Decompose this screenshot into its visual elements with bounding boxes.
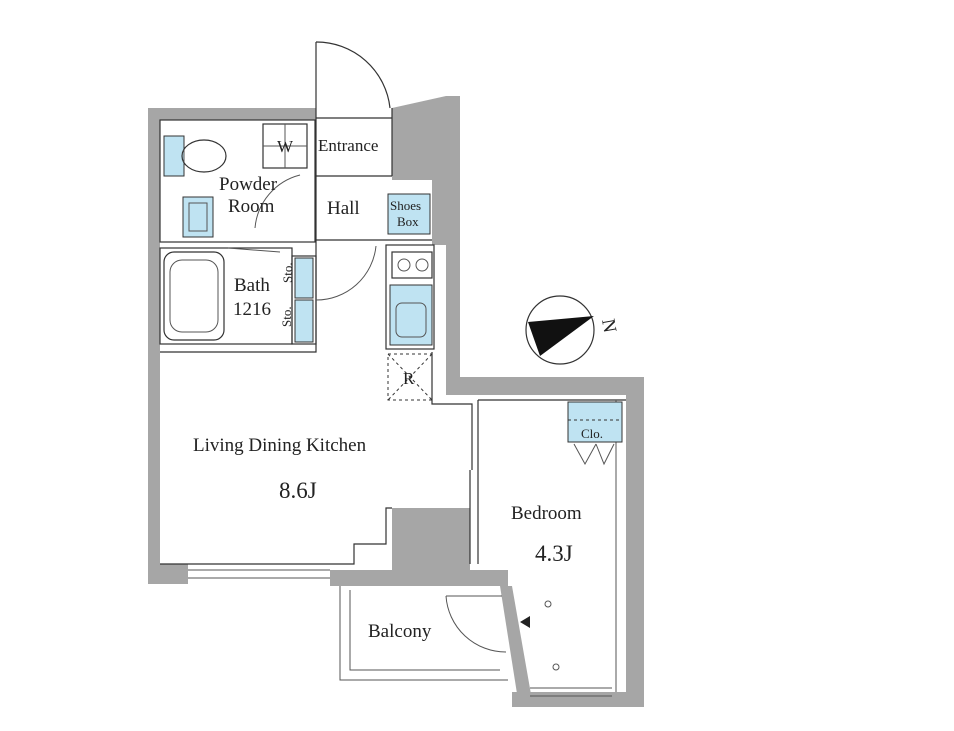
storage-upper xyxy=(294,257,314,299)
powder-room-label-1: Powder xyxy=(219,174,278,195)
toilet-icon xyxy=(163,135,227,177)
refrigerator-space xyxy=(387,353,433,401)
shoes-box-label-1: Shoes xyxy=(390,198,421,213)
kitchen-sink-icon xyxy=(389,284,433,346)
washer-label: W xyxy=(277,137,294,156)
bath-label-1: Bath xyxy=(234,275,270,296)
compass-label: N xyxy=(597,317,620,334)
bath-label-2: 1216 xyxy=(233,299,271,320)
ldk-label: Living Dining Kitchen xyxy=(193,435,367,456)
shoes-box-label-2: Box xyxy=(397,214,419,229)
walls xyxy=(148,96,644,707)
outlet-icon xyxy=(544,600,552,608)
outlet-icon xyxy=(552,663,560,671)
bedroom-label: Bedroom xyxy=(511,503,582,524)
refrigerator-label: R xyxy=(403,369,415,388)
storage-label-upper: Sto. xyxy=(280,262,295,283)
ldk-size-label: 8.6J xyxy=(279,478,317,503)
hall-label: Hall xyxy=(327,198,360,219)
fixtures xyxy=(163,123,623,671)
room-labels: Entrance W Powder Room Hall Shoes Box Ba… xyxy=(193,136,603,642)
closet xyxy=(567,401,623,466)
bedroom-size-label: 4.3J xyxy=(535,541,573,566)
storage-label-lower: Sto. xyxy=(279,306,294,327)
compass: N xyxy=(525,295,620,365)
washer-icon xyxy=(262,123,308,169)
bathtub-icon xyxy=(163,251,225,341)
entrance-label: Entrance xyxy=(318,136,378,155)
shoes-box xyxy=(387,193,431,235)
storage-lower xyxy=(294,299,314,343)
doors xyxy=(227,41,507,653)
balcony-label: Balcony xyxy=(368,621,432,642)
light-switch-icon xyxy=(520,616,530,628)
powder-room-label-2: Room xyxy=(228,196,275,217)
closet-label: Clo. xyxy=(581,426,603,441)
stove-icon xyxy=(391,251,433,279)
north-arrow-icon xyxy=(528,316,594,356)
sink-icon xyxy=(182,196,214,238)
